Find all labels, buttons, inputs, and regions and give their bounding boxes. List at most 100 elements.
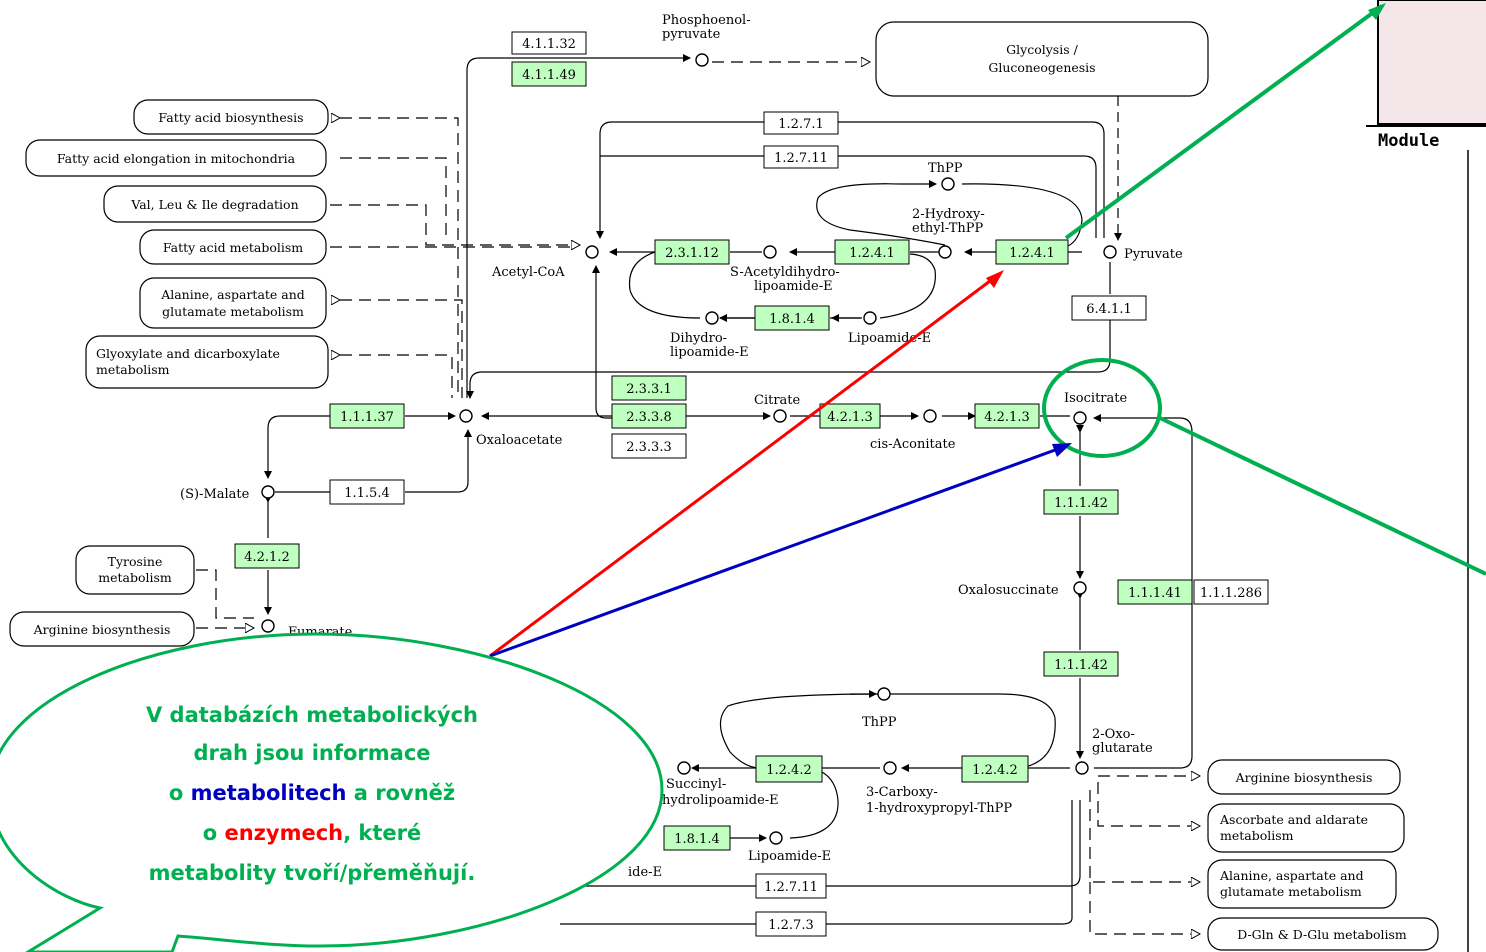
enzyme-1-8-1-4-top[interactable]: 1.8.1.4 [754, 305, 830, 331]
side-panel: Module [1366, 0, 1486, 952]
enzyme-label: 1.2.7.1 [778, 117, 823, 132]
enzyme-4-2-1-3-a[interactable]: 4.2.1.3 [819, 403, 881, 429]
green-arrowhead-top [1368, 3, 1386, 20]
green-arrow-top [1064, 4, 1384, 240]
thpp-top-label: ThPP [928, 161, 963, 176]
lipoamide-node[interactable] [863, 311, 877, 325]
enzyme-label: 1.1.1.286 [1200, 586, 1262, 601]
blue-arrow [489, 444, 1067, 658]
carboxy-label-2: 1-hydroxypropyl-ThPP [866, 801, 1012, 816]
enzyme-4-1-1-32[interactable]: 4.1.1.32 [511, 31, 587, 55]
succinyl-node[interactable] [677, 761, 691, 775]
succinyl-label-2: hydrolipoamide-E [662, 793, 779, 808]
enzyme-1-2-7-3[interactable]: 1.2.7.3 [755, 911, 827, 937]
enzyme-label: 1.2.4.2 [766, 763, 811, 778]
enzyme-1-2-4-1-b[interactable]: 1.2.4.1 [995, 239, 1069, 265]
dihydrolipo-label-1: Dihydro- [670, 331, 727, 346]
isocitrate-node[interactable] [1073, 411, 1087, 425]
enzyme-label: 1.2.7.11 [774, 151, 828, 166]
oxalosuccinate-label: Oxalosuccinate [958, 583, 1059, 598]
fatty-acid-biosynthesis-label: Fatty acid biosynthesis [158, 110, 303, 125]
oxoglutarate-label-2: glutarate [1092, 741, 1153, 756]
bubble-enzymes-word: enzymech [224, 821, 343, 845]
isocitrate-highlight-circle [1042, 358, 1162, 458]
enzyme-2-3-1-12[interactable]: 2.3.1.12 [654, 239, 730, 265]
enzyme-2-3-3-1[interactable]: 2.3.3.1 [611, 375, 687, 401]
dgln-label: D-Gln & D-Glu metabolism [1237, 927, 1407, 942]
bubble-line-3-pre: o [169, 781, 191, 805]
enzyme-label: 1.1.1.41 [1128, 586, 1182, 601]
enzyme-1-2-7-11-top[interactable]: 1.2.7.11 [763, 145, 839, 169]
oxaloacetate-node[interactable] [459, 409, 473, 423]
thpp-top-node[interactable] [941, 177, 955, 191]
enzyme-label: 2.3.3.1 [626, 382, 671, 397]
pep-node[interactable] [695, 53, 709, 67]
cis-aconitate-node[interactable] [923, 409, 937, 423]
enzyme-2-3-3-8[interactable]: 2.3.3.8 [611, 403, 687, 429]
enzyme-label: 1.2.4.1 [1009, 246, 1054, 261]
enzyme-label: 1.8.1.4 [674, 832, 719, 847]
enzyme-1-2-4-2-a[interactable]: 1.2.4.2 [755, 755, 823, 783]
enzyme-1-1-1-42-a[interactable]: 1.1.1.42 [1043, 489, 1119, 515]
carboxy-label-1: 3-Carboxy- [866, 785, 938, 800]
enzyme-6-4-1-1[interactable]: 6.4.1.1 [1071, 295, 1147, 321]
enzyme-label: 1.1.5.4 [344, 486, 389, 501]
enzyme-4-2-1-2[interactable]: 4.2.1.2 [234, 543, 300, 569]
red-arrow [489, 273, 999, 658]
enzyme-label: 1.1.1.37 [340, 410, 394, 425]
enzyme-1-8-1-4-bottom[interactable]: 1.8.1.4 [663, 825, 731, 851]
enzyme-label: 2.3.3.3 [626, 440, 671, 455]
bubble-line-4-pre: o [203, 821, 225, 845]
thpp-bottom-label: ThPP [862, 715, 897, 730]
lipoamide-bottom-node[interactable] [769, 831, 783, 845]
bubble-metabolites-word: metabolitech [191, 781, 347, 805]
enzyme-label: 1.2.7.11 [764, 880, 818, 895]
dihydrolipo-node[interactable] [705, 311, 719, 325]
enzyme-1-1-1-286[interactable]: 1.1.1.286 [1193, 579, 1269, 605]
enzyme-1-2-7-11-bottom[interactable]: 1.2.7.11 [755, 873, 827, 899]
s-acetyl-label-2: lipoamide-E [754, 279, 833, 294]
enzyme-1-1-1-42-b[interactable]: 1.1.1.42 [1043, 651, 1119, 677]
enzyme-label: 1.1.1.42 [1054, 658, 1108, 673]
enzyme-4-1-1-49[interactable]: 4.1.1.49 [511, 61, 587, 87]
ascorbate-label-2: metabolism [1220, 828, 1294, 843]
enzyme-2-3-3-3[interactable]: 2.3.3.3 [611, 433, 687, 459]
oxoglutarate-node[interactable] [1075, 761, 1089, 775]
enzyme-label: 4.2.1.2 [244, 550, 289, 565]
enzyme-1-1-1-41[interactable]: 1.1.1.41 [1117, 579, 1193, 605]
carboxy-node[interactable] [883, 761, 897, 775]
acetyl-coa-node[interactable] [585, 245, 599, 259]
enzyme-boxes: 4.1.1.32 4.1.1.49 1.2.7.1 1.2.7.11 2.3.1… [234, 31, 1269, 937]
fumarate-node[interactable] [261, 619, 275, 633]
enzyme-label: 1.8.1.4 [769, 312, 814, 327]
citrate-node[interactable] [773, 409, 787, 423]
red-arrowhead [986, 270, 1004, 288]
thpp-bottom-node[interactable] [877, 687, 891, 701]
enzyme-label: 1.2.4.1 [849, 246, 894, 261]
bubble-line-3: o metabolitech a rovněž [169, 781, 455, 805]
bubble-line-4-post: , které [343, 821, 421, 845]
malate-node[interactable] [261, 485, 275, 499]
enzyme-1-1-1-37[interactable]: 1.1.1.37 [329, 403, 405, 429]
s-acetyl-node[interactable] [763, 245, 777, 259]
enzyme-1-2-4-2-b[interactable]: 1.2.4.2 [961, 755, 1029, 783]
pyruvate-node[interactable] [1103, 245, 1117, 259]
enzyme-1-2-7-1[interactable]: 1.2.7.1 [763, 111, 839, 135]
enzyme-1-1-5-4[interactable]: 1.1.5.4 [329, 479, 405, 505]
pyruvate-label: Pyruvate [1124, 247, 1183, 262]
enzyme-label: 1.1.1.42 [1054, 496, 1108, 511]
enzyme-1-2-4-1-a[interactable]: 1.2.4.1 [834, 239, 910, 265]
val-leu-ile-label: Val, Leu & Ile degradation [130, 197, 298, 212]
glycolysis-label-1: Glycolysis / [1006, 42, 1078, 57]
hydroxyethyl-node[interactable] [938, 245, 952, 259]
blue-arrowhead [1052, 443, 1072, 457]
enzyme-label: 2.3.3.8 [626, 410, 671, 425]
ala-asp-glu-left-label-2: glutamate metabolism [162, 304, 304, 319]
ala-asp-glu-right-label-1: Alanine, aspartate and [1219, 868, 1364, 883]
pathway-labels: Glycolysis / Gluconeogenesis Fatty acid … [33, 42, 1407, 942]
oxalosuccinate-node[interactable] [1073, 581, 1087, 595]
enzyme-label: 1.2.4.2 [972, 763, 1017, 778]
enzyme-4-2-1-3-b[interactable]: 4.2.1.3 [974, 403, 1040, 429]
bubble-line-5: metabolity tvoří/přeměňují. [149, 861, 476, 885]
enzyme-label: 4.2.1.3 [827, 410, 872, 425]
